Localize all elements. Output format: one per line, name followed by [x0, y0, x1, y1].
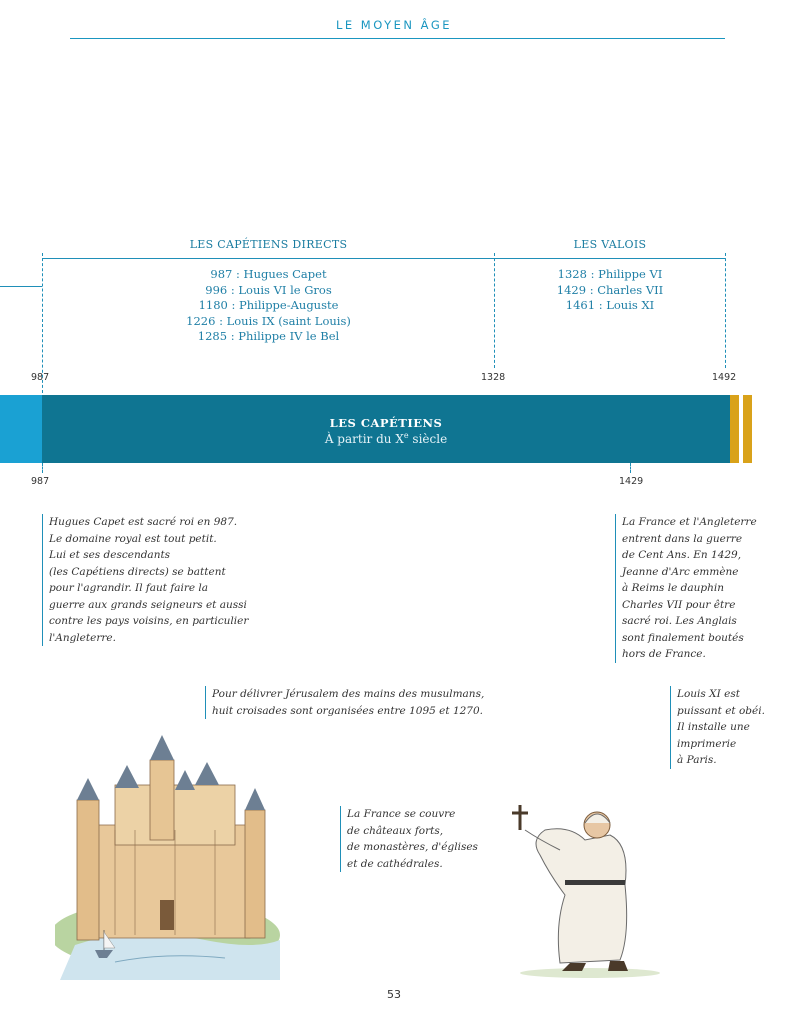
band-subtitle: À partir du Xe siècle [42, 431, 730, 446]
note-line: de Cent Ans. En 1429, [622, 549, 742, 561]
note-hugues-capet: Hugues Capet est sacré roi en 987. Le do… [42, 514, 259, 646]
note-louis-xi: Louis XI est puissant et obéi. Il instal… [670, 686, 777, 769]
header-rule [70, 38, 725, 39]
kings-list-valois: 1328 : Philippe VI 1429 : Charles VII 14… [495, 267, 725, 314]
note-line: Il installe une [677, 721, 750, 733]
king-entry: 1328 : Philippe VI [557, 267, 663, 281]
note-line: imprimerie [677, 737, 737, 750]
note-line: Louis XI est [677, 688, 740, 700]
note-line: sont finalement boutés [622, 631, 744, 644]
band-title: LES CAPÉTIENS [329, 416, 443, 430]
marker-1492 [725, 253, 726, 368]
note-line: entrent dans la guerre [622, 532, 743, 545]
note-line: et de cathédrales. [347, 857, 443, 870]
castle-illustration [55, 735, 280, 980]
timeline-connector-left [0, 286, 42, 287]
timeline-band-next-1 [730, 395, 739, 463]
running-header: LE MOYEN ÂGE [335, 18, 453, 32]
timeline-band-next-2 [743, 395, 752, 463]
timeline-band-earlier [0, 395, 42, 463]
marker-1429 [630, 463, 631, 473]
note-line: à Paris. [677, 754, 717, 766]
note-line: contre les pays voisins, en particulier [49, 615, 249, 627]
king-entry: 1226 : Louis IX (saint Louis) [186, 313, 351, 328]
note-line: Le domaine royal est tout petit. [49, 532, 217, 545]
year-label-987-top: 987 [31, 372, 50, 383]
note-line: l'Angleterre. [49, 631, 116, 644]
note-line: (les Capétiens directs) se battent [49, 565, 226, 578]
period-label-capetiens-directs: LES CAPÉTIENS DIRECTS [189, 238, 348, 251]
note-line: huit croisades sont organisées entre 109… [212, 704, 484, 717]
year-label-987-bottom: 987 [31, 476, 50, 487]
note-line: pour l'agrandir. Il faut faire la [49, 582, 209, 594]
monk-illustration [512, 805, 660, 978]
note-line: à Reims le dauphin [622, 582, 725, 594]
note-line: La France et l'Angleterre [622, 516, 757, 528]
timeline-bracket-line [42, 258, 725, 259]
note-line: de monastères, d'églises [347, 841, 478, 853]
king-entry: 1180 : Philippe-Auguste [198, 298, 339, 312]
marker-987-bottom [42, 463, 43, 473]
band-subtitle-prefix: À partir du X [324, 432, 404, 446]
note-line: puissant et obéi. [677, 704, 765, 717]
king-entry: 1461 : Louis XI [565, 298, 655, 312]
king-entry: 987 : Hugues Capet [210, 267, 327, 281]
kings-list-capetiens: 987 : Hugues Capet 996 : Louis VI le Gro… [42, 267, 495, 345]
note-line: Charles VII pour être [622, 598, 736, 611]
year-label-1429: 1429 [619, 476, 644, 487]
note-line: Jeanne d'Arc emmène [622, 565, 739, 578]
note-line: guerre aux grands seigneurs et aussi [49, 598, 247, 611]
band-subtitle-suffix: siècle [408, 432, 448, 446]
king-entry: 996 : Louis VI le Gros [205, 282, 332, 297]
king-entry: 1285 : Philippe IV le Bel [197, 329, 340, 343]
note-guerre-cent-ans: La France et l'Angleterre entrent dans l… [615, 514, 772, 663]
marker-987-top [42, 253, 43, 393]
year-label-1328: 1328 [481, 372, 506, 383]
page-number: 53 [387, 988, 401, 1001]
timeline-band-capetiens [42, 395, 730, 463]
note-line: Lui et ses descendants [49, 549, 171, 561]
period-label-valois: LES VALOIS [573, 238, 647, 251]
band-subtitle-sup: e [403, 431, 409, 440]
note-line: sacré roi. Les Anglais [622, 615, 737, 627]
marker-1328 [494, 253, 495, 368]
year-label-1492: 1492 [712, 372, 737, 383]
note-chateaux: La France se couvre de châteaux forts, d… [340, 806, 497, 872]
note-croisades: Pour délivrer Jérusalem des mains des mu… [205, 686, 502, 719]
note-line: Pour délivrer Jérusalem des mains des mu… [212, 688, 485, 700]
note-line: Hugues Capet est sacré roi en 987. [49, 516, 238, 528]
note-line: de châteaux forts, [347, 824, 444, 837]
note-line: La France se couvre [347, 808, 456, 820]
note-line: hors de France. [622, 648, 706, 660]
king-entry: 1429 : Charles VII [556, 282, 664, 297]
